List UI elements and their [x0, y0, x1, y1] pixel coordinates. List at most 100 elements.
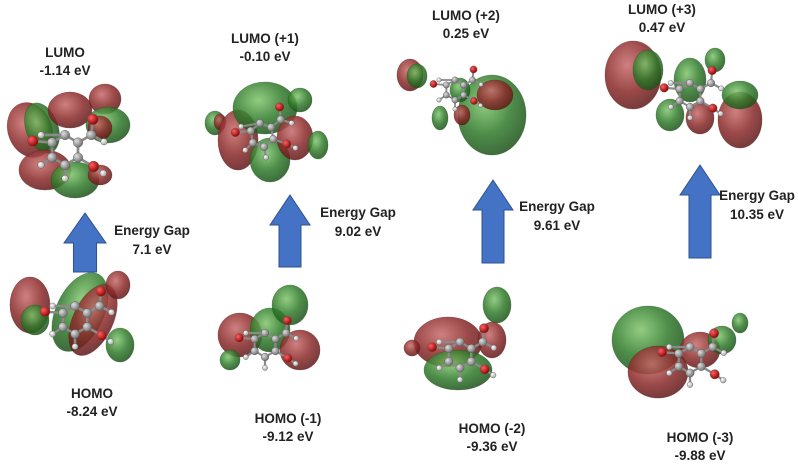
carbon-atom [444, 357, 454, 366]
homo-energy: -9.36 eV [466, 439, 518, 454]
orbital-lobe-negative [403, 339, 421, 357]
carbon-atom [250, 346, 259, 356]
hydrogen-atom [242, 147, 249, 153]
carbon-atom [47, 152, 58, 163]
oxygen-atom [234, 333, 244, 343]
up-arrow-icon [269, 194, 311, 268]
carbon-atom [460, 81, 468, 89]
molecule-atoms [27, 65, 727, 388]
orbital-lobe-positive [482, 286, 512, 324]
orbital-lobe-negative [105, 270, 131, 300]
oxygen-atom [275, 102, 285, 112]
energy-gap-value: 9.02 eV [334, 224, 382, 239]
energy-gap-value: 9.61 eV [533, 218, 581, 233]
carbon-atom [442, 91, 450, 99]
carbon-atom [685, 368, 695, 378]
oxygen-atom [429, 80, 438, 88]
hydrogen-atom [262, 364, 268, 371]
homo-label-2: HOMO (-1) -9.12 eV [255, 410, 322, 446]
energy-gap-label-4: Energy Gap 10.35 eV [719, 186, 795, 224]
orbital-lobe-negative [453, 104, 471, 126]
oxygen-atom [282, 315, 292, 325]
carbon-atom [82, 308, 92, 318]
carbon-atom [706, 78, 716, 88]
hydrogen-atom [49, 302, 56, 310]
carbon-atom [271, 334, 280, 344]
orbital-lobe-positive [406, 63, 428, 89]
energy-gap-label-1: Energy Gap 7.1 eV [114, 221, 190, 259]
carbon-atom [70, 301, 80, 311]
hydrogen-atom [49, 330, 56, 338]
carbon-atom [455, 363, 465, 373]
hydrogen-atom [717, 110, 724, 117]
carbon-atom [86, 129, 97, 140]
oxygen-atom [709, 328, 719, 339]
energy-gap-value: 10.35 eV [729, 207, 785, 222]
orbital-lobe-positive [431, 105, 449, 131]
oxygen-atom [479, 364, 490, 375]
hydrogen-atom [720, 349, 727, 356]
hydrogen-atom [666, 369, 673, 377]
hydrogen-atom [478, 82, 484, 87]
carbon-atom [281, 328, 291, 338]
homo-label-4: HOMO (-3) -9.88 eV [667, 429, 734, 465]
carbon-atom [260, 352, 270, 362]
carbon-atom [58, 308, 68, 318]
up-arrow-icon [63, 212, 107, 273]
carbon-atom [72, 137, 83, 148]
oxygen-atom [87, 113, 99, 125]
energy-gap-title: Energy Gap [320, 205, 396, 220]
oxygen-atom [479, 323, 489, 334]
homo-energy: -9.12 eV [262, 429, 314, 444]
carbon-atom [255, 119, 264, 128]
carbon-atom [696, 96, 705, 106]
homo-label-3: HOMO (-2) -9.36 eV [459, 420, 526, 456]
carbon-atom [675, 96, 684, 106]
carbon-atom [685, 78, 695, 88]
carbon-atom [674, 362, 684, 371]
lumo-name: LUMO [45, 45, 85, 60]
lumo-energy: -0.10 eV [239, 49, 291, 64]
carbon-atom [685, 342, 695, 352]
carbon-atom [250, 334, 259, 344]
hydrogen-atom [293, 335, 300, 342]
hydrogen-atom [687, 114, 693, 121]
hydrogen-atom [242, 330, 249, 336]
carbon-atom [94, 301, 105, 311]
hydrogen-atom [436, 338, 443, 346]
carbon-atom [70, 329, 80, 339]
lumo-name: LUMO (+2) [432, 8, 500, 23]
hydrogen-atom [37, 161, 45, 169]
oxygen-atom [87, 160, 100, 173]
carbon-atom [455, 337, 465, 347]
carbon-atom [451, 96, 459, 104]
carbon-atom [708, 342, 718, 352]
oxygen-atom [709, 369, 720, 380]
homo-energy: -8.24 eV [66, 404, 118, 419]
homo-name: HOMO (-2) [458, 421, 526, 436]
lumo-name: LUMO (+3) [628, 2, 696, 17]
oxygen-atom [96, 330, 107, 341]
up-arrow-icon [472, 179, 514, 264]
orbital-lobe-positive [105, 327, 135, 363]
hydrogen-atom [71, 343, 79, 350]
orbital-lobe-positive [632, 49, 664, 91]
hydrogen-atom [686, 381, 694, 388]
orbital-lobe-negative [47, 91, 93, 129]
oxygen-atom [469, 65, 478, 74]
carbon-atom [696, 362, 706, 371]
carbon-atom [248, 138, 257, 147]
oxygen-atom [282, 139, 292, 149]
lumo-energy: -1.14 eV [39, 63, 91, 78]
orbital-lobe-positive [287, 87, 313, 113]
lumo-label-3: LUMO (+2) 0.25 eV [432, 7, 500, 43]
energy-gap-title: Energy Gap [719, 188, 795, 203]
lumo-name: LUMO (+1) [231, 31, 299, 46]
orbital-lobe-positive [219, 349, 241, 371]
hydrogen-atom [238, 123, 244, 130]
hydrogen-atom [100, 138, 108, 146]
carbon-atom [260, 142, 269, 151]
carbon-atom [269, 135, 278, 144]
hydrogen-atom [292, 360, 299, 367]
